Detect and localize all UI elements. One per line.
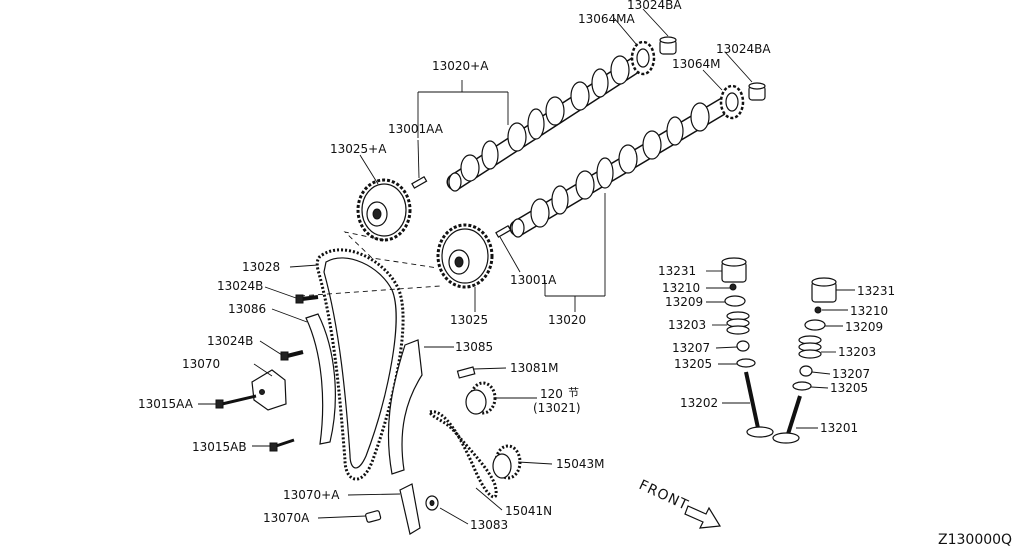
label-13202: 13202 — [680, 396, 718, 410]
label-15043M: 15043M — [556, 457, 605, 471]
seal-13207-right — [799, 365, 813, 377]
label-13020: 13020 — [548, 313, 586, 327]
sprocket-alignment-dash — [299, 231, 441, 297]
label-13024BA-right: 13024BA — [716, 42, 771, 56]
label-13210-right: 13210 — [850, 304, 888, 318]
label-13024BA-top: 13024BA — [627, 0, 682, 12]
nut-13083 — [425, 495, 439, 511]
valve-lifter-13231-left — [721, 257, 747, 283]
cam-sprocket-13025 — [436, 223, 494, 289]
shim-13210-right — [814, 306, 822, 314]
label-13205-right: 13205 — [830, 381, 868, 395]
label-13070A-plus: 13070+A — [283, 488, 340, 502]
bolt-13015AA — [215, 394, 257, 409]
label-13024B-1: 13024B — [217, 279, 263, 293]
label-13070A: 13070A — [263, 511, 310, 525]
valve-13202 — [744, 371, 774, 438]
spring-13203-right — [798, 335, 822, 359]
crank-sprocket-13021 — [465, 381, 497, 415]
label-120-mark: 节 — [568, 386, 579, 399]
seat-13205-left — [736, 358, 756, 368]
leader-lines — [198, 8, 855, 525]
label-13205-left: 13205 — [674, 357, 712, 371]
retainer-13209-right — [804, 319, 826, 331]
label-13025A: 13025+A — [330, 142, 387, 156]
label-13083: 13083 — [470, 518, 508, 532]
label-13015AA: 13015AA — [138, 397, 194, 411]
label-120: 120 — [540, 387, 563, 401]
label-13085: 13085 — [455, 340, 493, 354]
chain-guide-13085 — [387, 339, 423, 475]
bolt-13015AB — [269, 438, 295, 452]
spring-13070A — [365, 510, 382, 523]
diagram-code: Z130000Q — [938, 532, 1012, 548]
tensioner-lever-13070A-plus — [399, 483, 421, 535]
upper-sprocket-13064MA — [630, 40, 656, 76]
label-13001AA: 13001AA — [388, 122, 444, 136]
upper-camshaft — [446, 53, 649, 192]
spring-13203-left — [726, 311, 750, 335]
label-13081M: 13081M — [510, 361, 559, 375]
label-13001A: 13001A — [510, 273, 557, 287]
label-13028: 13028 — [242, 260, 280, 274]
bolt-13024B-2 — [280, 350, 304, 361]
label-13209-right: 13209 — [845, 320, 883, 334]
chain-tensioner-13070 — [251, 369, 287, 411]
label-13021: (13021) — [533, 401, 581, 415]
oil-pump-sprocket-15043M — [492, 444, 522, 480]
bolt-13024B-1 — [295, 294, 319, 304]
label-13025: 13025 — [450, 313, 488, 327]
dowel-pin-13001AA — [411, 175, 428, 189]
timing-chain-inner — [323, 257, 397, 469]
label-13020A: 13020+A — [432, 59, 489, 73]
label-13070: 13070 — [182, 357, 220, 371]
part-labels: 13024BA 13064MA 13020+A 13024BA 13064M 1… — [138, 0, 895, 532]
seat-13205-right — [792, 381, 812, 391]
label-13231-left: 13231 — [658, 264, 696, 278]
oil-pump-chain-15041N — [428, 410, 498, 499]
seal-13207-left — [736, 340, 750, 352]
pin-13081M — [456, 366, 476, 379]
label-120-group: 120 节 — [540, 386, 579, 401]
dowel-pin-13001A — [495, 224, 512, 238]
label-13064MA: 13064MA — [578, 12, 636, 26]
label-13207-left: 13207 — [672, 341, 710, 355]
retainer-13209-left — [724, 295, 746, 307]
cam-sprocket-13025A — [356, 178, 412, 242]
label-13024B-2: 13024B — [207, 334, 253, 348]
label-13064M: 13064M — [672, 57, 721, 71]
front-label: FRONT — [636, 477, 691, 514]
label-13210-left: 13210 — [662, 281, 700, 295]
label-15041N: 15041N — [505, 504, 552, 518]
label-13231-right: 13231 — [857, 284, 895, 298]
valve-13201 — [772, 395, 802, 444]
label-13203-left: 13203 — [668, 318, 706, 332]
label-13203-right: 13203 — [838, 345, 876, 359]
lower-camshaft — [509, 93, 739, 238]
label-13201: 13201 — [820, 421, 858, 435]
valve-lifter-13231-right — [811, 277, 837, 303]
front-direction-arrow: FRONT — [636, 477, 722, 529]
lower-sprocket-13064M — [719, 84, 745, 120]
chain-guide-13086 — [305, 313, 336, 445]
label-13207-right: 13207 — [832, 367, 870, 381]
shim-13210-left — [729, 283, 737, 291]
bolt-13024BA-right — [748, 82, 766, 101]
label-13086: 13086 — [228, 302, 266, 316]
label-13015AB: 13015AB — [192, 440, 247, 454]
bolt-13024BA-top — [659, 36, 677, 55]
label-13209-left: 13209 — [665, 295, 703, 309]
